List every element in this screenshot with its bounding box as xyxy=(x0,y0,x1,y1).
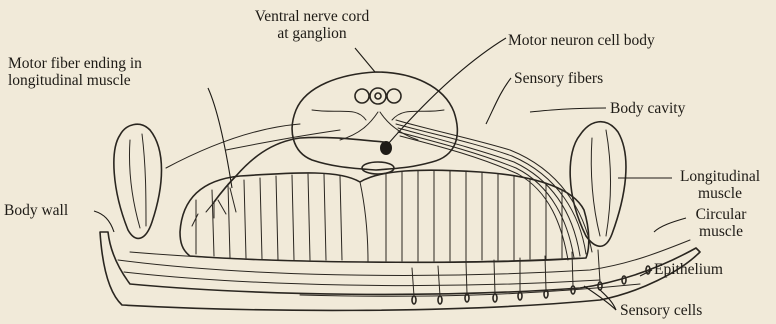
label-line: Circular xyxy=(686,206,756,223)
ventral-nerve-cord xyxy=(292,72,457,174)
label-ventral-nerve-cord: Ventral nerve cord at ganglion xyxy=(226,8,398,42)
label-longitudinal-muscle: Longitudinal muscle xyxy=(668,168,772,202)
label-line: Longitudinal xyxy=(668,168,772,185)
label-line: muscle xyxy=(686,223,756,240)
label-body-cavity: Body cavity xyxy=(610,100,685,117)
label-circular-muscle: Circular muscle xyxy=(686,206,756,240)
longitudinal-muscle-block xyxy=(180,170,589,262)
label-body-wall: Body wall xyxy=(4,202,68,219)
label-sensory-cells: Sensory cells xyxy=(620,302,702,319)
muscle-segments xyxy=(196,171,562,261)
label-motor-neuron-cell-body: Motor neuron cell body xyxy=(508,32,655,49)
label-motor-fiber-ending: Motor fiber ending in longitudinal muscl… xyxy=(8,55,142,89)
label-line: muscle xyxy=(668,185,772,202)
label-line: Ventral nerve cord xyxy=(226,8,398,25)
label-line: longitudinal muscle xyxy=(8,72,142,89)
motor-neuron-cell-body xyxy=(380,141,392,155)
left-lateral-muscle xyxy=(114,124,162,238)
label-sensory-fibers: Sensory fibers xyxy=(514,70,603,87)
label-line: Motor fiber ending in xyxy=(8,55,142,72)
label-epithelium: Epithelium xyxy=(654,261,723,278)
right-lateral-muscle xyxy=(570,122,626,247)
body-wall-outline xyxy=(100,232,700,310)
label-line: at ganglion xyxy=(226,25,398,42)
